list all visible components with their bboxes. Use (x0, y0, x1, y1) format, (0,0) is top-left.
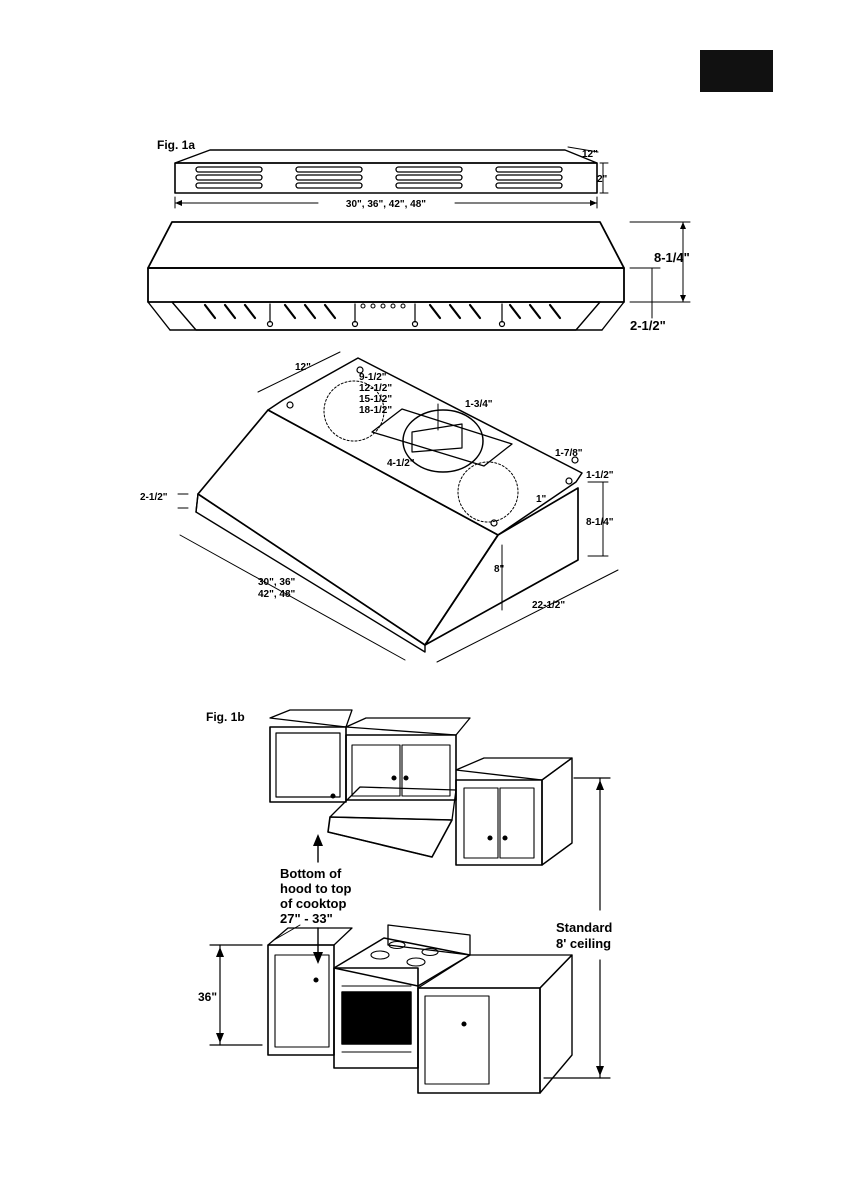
dim-iso-lip: 2-1/2" (140, 492, 168, 503)
vent-slots (196, 167, 562, 188)
dim-top-widths: 30", 36", 42", 48" (346, 199, 426, 210)
dim-front-height: 8-1/4" (654, 250, 690, 265)
clearance-note-2: hood to top (280, 881, 352, 896)
dim-iso-4-1-2: 4-1/2" (387, 458, 415, 469)
dim-iso-widths-1: 30", 36" (258, 577, 296, 588)
dim-iso-height-8: 8" (494, 564, 505, 575)
dim-iso-1: 1" (536, 494, 547, 505)
ceiling-note-2: 8' ceiling (556, 936, 611, 951)
clearance-note-3: of cooktop (280, 896, 346, 911)
filter-handles (268, 304, 505, 327)
clearance-note-1: Bottom of (280, 866, 342, 881)
dim-top-height: 2" (597, 174, 608, 185)
ceiling-note-1: Standard (556, 920, 612, 935)
hood-isometric-view (178, 352, 618, 662)
dim-iso-1-7-8: 1-7/8" (555, 448, 583, 459)
dim-iso-side-height: 8-1/4" (586, 517, 614, 528)
baffle-filters (205, 305, 560, 318)
dim-iso-widths-2: 42", 48" (258, 589, 296, 600)
kitchen-illustration (210, 710, 610, 1093)
dim-front-lip: 2-1/2" (630, 318, 666, 333)
dim-iso-offset-2: 12-1/2" (359, 383, 392, 394)
dim-iso-1-3-4: 1-3/4" (465, 399, 493, 410)
dim-iso-depth-22: 22-1/2" (532, 600, 565, 611)
control-buttons (361, 304, 405, 308)
dim-iso-offset-3: 15-1/2" (359, 394, 392, 405)
clearance-note-4: 27" - 33" (280, 911, 333, 926)
dim-iso-offset-4: 18-1/2" (359, 405, 392, 416)
dim-iso-depth: 12" (295, 362, 311, 373)
hood-front-view (148, 222, 690, 330)
dim-top-depth: 12" (582, 149, 598, 160)
counter-height: 36" (198, 990, 217, 1004)
dim-iso-offset-1: 9-1/2" (359, 372, 387, 383)
dim-iso-1-1-2: 1-1/2" (586, 470, 614, 481)
